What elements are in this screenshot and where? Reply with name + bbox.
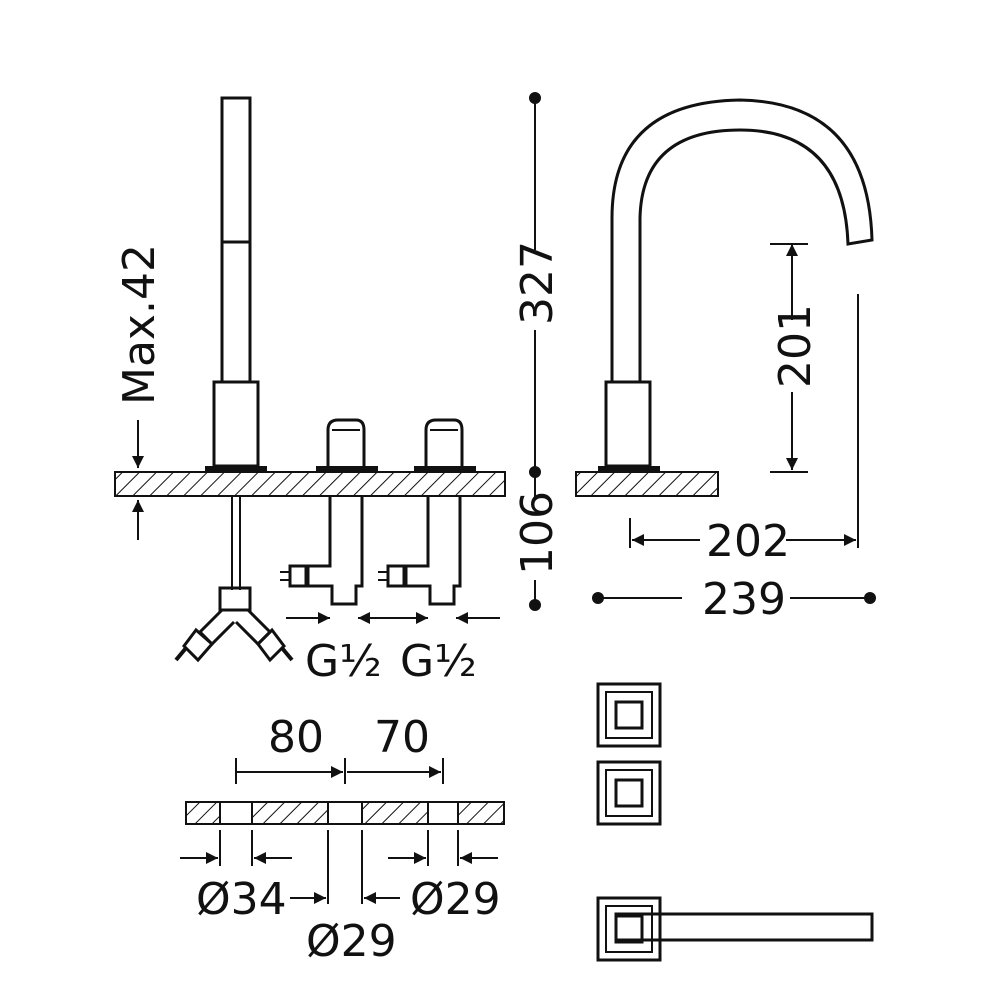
- spout-assembly: 201 202 239: [575, 98, 876, 625]
- below-deck-label: 106: [512, 491, 563, 575]
- deck-strip-2: [251, 801, 329, 825]
- y-connector: [174, 586, 294, 663]
- height-dimension: 327 106: [512, 92, 563, 611]
- spout-body: [604, 380, 652, 468]
- spout-height-label: 201: [770, 304, 821, 388]
- deck-section-left: [114, 471, 506, 497]
- square-handle-icon: [596, 682, 662, 748]
- deck-strip-1: [185, 801, 221, 825]
- hole-layout: 80 70 Ø34 Ø29 Ø29: [180, 712, 505, 967]
- square-handle-icon: [596, 760, 662, 826]
- hand-shower-hose: [220, 240, 252, 384]
- thread-right-label: G½: [400, 636, 477, 687]
- valve-handle-left: [280, 418, 378, 606]
- lever-handle-icon: [596, 896, 874, 962]
- hole-left-label: Ø34: [196, 874, 287, 925]
- hole-center-label: Ø29: [306, 916, 397, 967]
- spout-curve: [610, 98, 874, 382]
- deck-section-right: [575, 471, 719, 497]
- max-height-label: Max.42: [114, 244, 165, 405]
- shower-holder: [212, 380, 260, 468]
- spout-total-label: 239: [702, 574, 786, 625]
- hole-right-label: Ø29: [410, 874, 501, 925]
- deck-strip-3: [361, 801, 429, 825]
- valve-handle-right: [378, 418, 476, 606]
- hand-shower-assembly: Max.42 G½ G½: [114, 96, 506, 687]
- spout-base: [598, 466, 660, 472]
- spout-reach-label: 202: [706, 516, 790, 567]
- total-height-label: 327: [512, 241, 563, 325]
- thread-dimension: G½ G½: [286, 612, 500, 687]
- hand-shower-head: [220, 96, 252, 244]
- spacing-right-label: 70: [374, 712, 430, 763]
- thread-left-label: G½: [305, 636, 382, 687]
- deck-strip-4: [457, 801, 505, 825]
- spacing-left-label: 80: [268, 712, 324, 763]
- max-height-dimension: Max.42: [114, 244, 165, 540]
- shower-base: [205, 466, 267, 472]
